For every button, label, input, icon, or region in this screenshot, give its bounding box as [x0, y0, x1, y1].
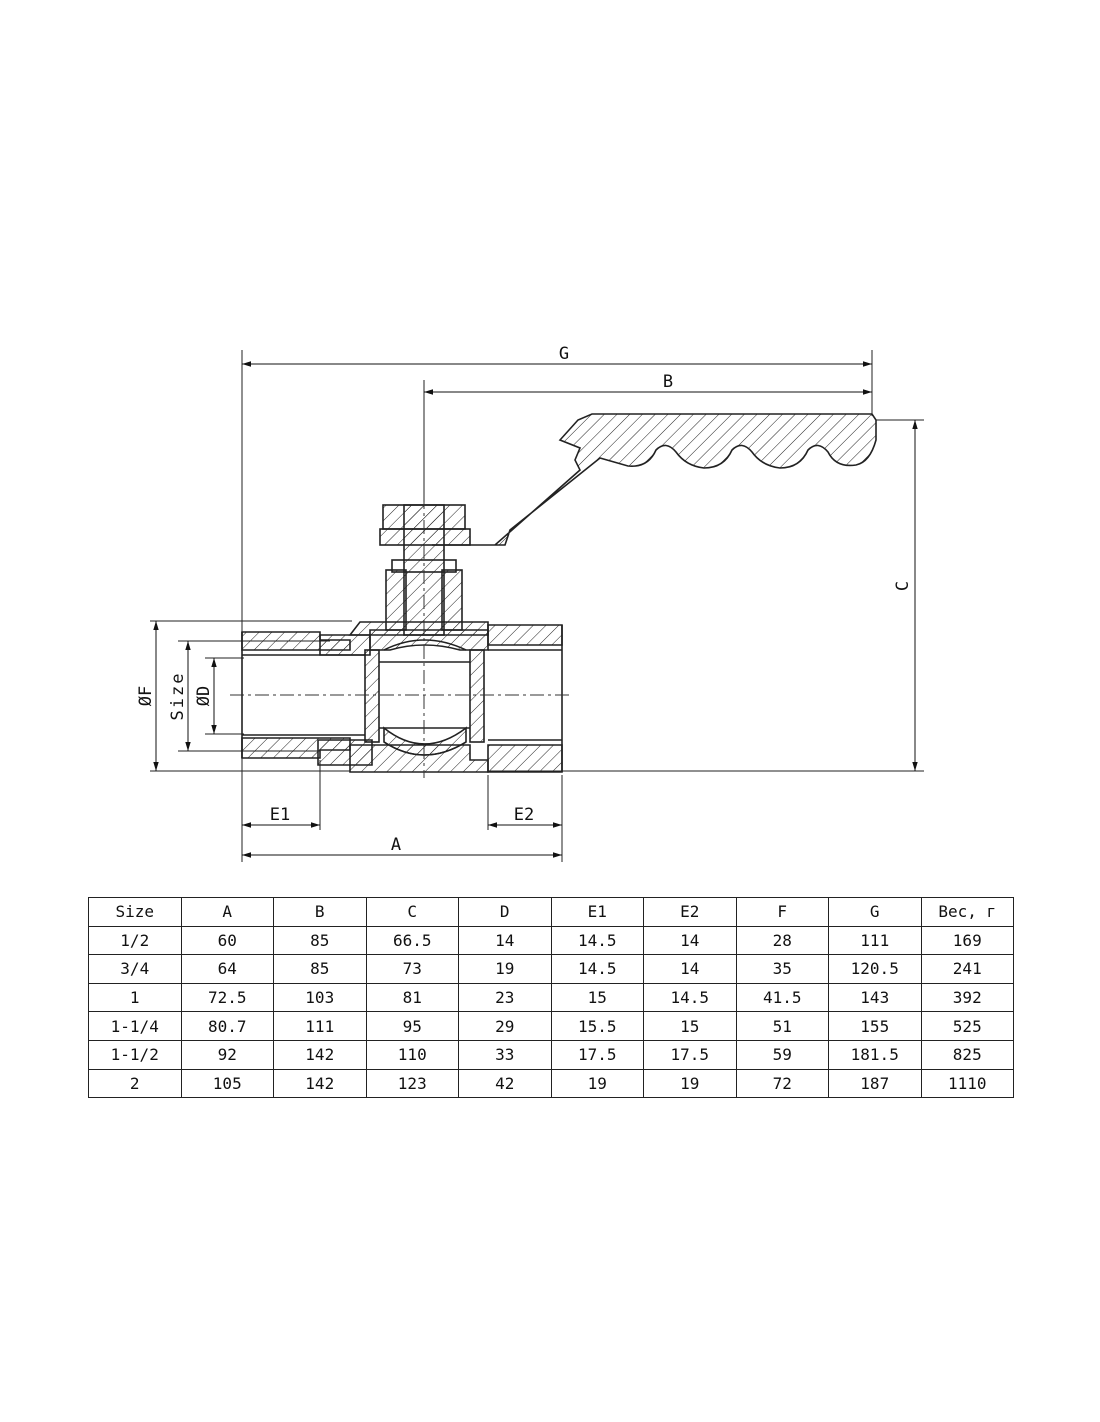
dim-label-b: B [663, 372, 673, 392]
table-cell: 15.5 [550, 1011, 644, 1041]
table-cell: 51 [735, 1011, 829, 1041]
extension-lines [150, 350, 924, 862]
header-e1: E1 [550, 897, 644, 927]
header-f: F [735, 897, 829, 927]
dim-label-g: G [559, 344, 569, 364]
header-c: C [365, 897, 459, 927]
header-d: D [458, 897, 552, 927]
table-cell: 169 [920, 925, 1014, 956]
table-cell: 1/2 [88, 925, 182, 956]
table-cell: 59 [735, 1039, 829, 1070]
table-cell: 14 [458, 925, 552, 956]
dim-label-e2: E2 [514, 805, 534, 825]
table-cell: 14.5 [550, 954, 644, 984]
dimension-labels: G B C ØF Size ØD E1 E2 A [136, 344, 913, 855]
table-cell: 825 [920, 1039, 1014, 1070]
table-row: 2 105 142 123 42 19 19 72 187 1110 [88, 1068, 1014, 1099]
table-cell: 41.5 [735, 982, 829, 1013]
table-cell: 111 [828, 925, 922, 956]
table-cell: 15 [550, 982, 644, 1013]
table-cell: 14 [643, 925, 737, 956]
table-cell: 72 [735, 1068, 829, 1099]
table-cell: 17.5 [643, 1039, 737, 1070]
dimension-lines [153, 361, 918, 858]
table-cell: 19 [643, 1068, 737, 1099]
dimensions-table: Size A B C D E1 E2 F G Вес, г 1/2 60 85 … [88, 897, 1014, 1099]
header-g: G [828, 897, 922, 927]
header-a: A [180, 897, 274, 927]
table-cell: 241 [920, 954, 1014, 984]
table-cell: 392 [920, 982, 1014, 1013]
ball-valve-drawing: G B C ØF Size ØD E1 E2 A [136, 344, 924, 862]
table-cell: 142 [273, 1039, 367, 1070]
table-cell: 66.5 [365, 925, 459, 956]
table-cell: 19 [458, 954, 552, 984]
header-b: B [273, 897, 367, 927]
table-cell: 1 [88, 982, 182, 1013]
table-cell: 33 [458, 1039, 552, 1070]
dim-label-a: A [391, 835, 401, 855]
table-cell: 120.5 [828, 954, 922, 984]
table-cell: 80.7 [180, 1011, 274, 1041]
table-cell: 17.5 [550, 1039, 644, 1070]
table-cell: 2 [88, 1068, 182, 1099]
table-cell: 110 [365, 1039, 459, 1070]
dim-label-size: Size [168, 672, 188, 721]
dim-label-f: ØF [136, 686, 156, 706]
table-cell: 1-1/2 [88, 1039, 182, 1070]
table-cell: 28 [735, 925, 829, 956]
table-cell: 92 [180, 1039, 274, 1070]
header-weight: Вес, г [920, 897, 1014, 927]
table-cell: 95 [365, 1011, 459, 1041]
table-row: 1/2 60 85 66.5 14 14.5 14 28 111 169 [88, 925, 1014, 956]
centerlines [230, 495, 572, 778]
table-cell: 64 [180, 954, 274, 984]
table-cell: 15 [643, 1011, 737, 1041]
table-cell: 81 [365, 982, 459, 1013]
table-cell: 35 [735, 954, 829, 984]
seat-right [469, 649, 485, 743]
table-cell: 155 [828, 1011, 922, 1041]
table-cell: 123 [365, 1068, 459, 1099]
table-cell: 105 [180, 1068, 274, 1099]
table-header-row: Size A B C D E1 E2 F G Вес, г [88, 897, 1014, 927]
header-size: Size [88, 897, 182, 927]
dim-label-c: C [893, 581, 913, 591]
table-cell: 3/4 [88, 954, 182, 984]
table-row: 1-1/4 80.7 111 95 29 15.5 15 51 155 525 [88, 1011, 1014, 1041]
table-cell: 42 [458, 1068, 552, 1099]
table-cell: 181.5 [828, 1039, 922, 1070]
table-cell: 111 [273, 1011, 367, 1041]
table-cell: 187 [828, 1068, 922, 1099]
table-cell: 1110 [920, 1068, 1014, 1099]
header-e2: E2 [643, 897, 737, 927]
table-cell: 85 [273, 954, 367, 984]
table-row: 1 72.5 103 81 23 15 14.5 41.5 143 392 [88, 982, 1014, 1013]
table-cell: 19 [550, 1068, 644, 1099]
valve-body [241, 413, 877, 773]
table-cell: 14.5 [550, 925, 644, 956]
dim-label-e1: E1 [270, 805, 290, 825]
table-row: 3/4 64 85 73 19 14.5 14 35 120.5 241 [88, 954, 1014, 984]
seat-left [364, 649, 380, 743]
table-cell: 73 [365, 954, 459, 984]
table-cell: 1-1/4 [88, 1011, 182, 1041]
table-row: 1-1/2 92 142 110 33 17.5 17.5 59 181.5 8… [88, 1039, 1014, 1070]
table-cell: 29 [458, 1011, 552, 1041]
table-cell: 72.5 [180, 982, 274, 1013]
handle-lever [432, 413, 877, 546]
table-cell: 85 [273, 925, 367, 956]
dim-label-d: ØD [194, 686, 214, 706]
table-cell: 14 [643, 954, 737, 984]
table-cell: 23 [458, 982, 552, 1013]
table-cell: 14.5 [643, 982, 737, 1013]
table-cell: 103 [273, 982, 367, 1013]
table-cell: 143 [828, 982, 922, 1013]
table-cell: 60 [180, 925, 274, 956]
table-cell: 525 [920, 1011, 1014, 1041]
table-cell: 142 [273, 1068, 367, 1099]
